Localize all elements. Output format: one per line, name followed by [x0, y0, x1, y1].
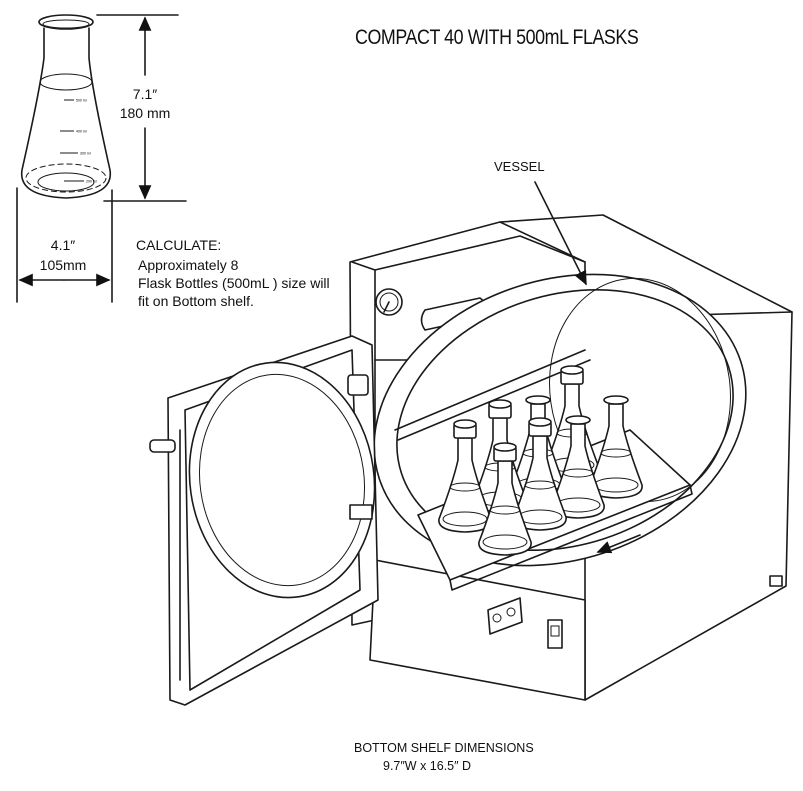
door-gasket [188, 361, 376, 599]
width-mm: 105mm [39, 257, 87, 273]
calculation-heading: CALCULATE: [136, 237, 222, 253]
outlet-port [487, 597, 523, 635]
calculation-line: fit on Bottom shelf. [138, 293, 254, 309]
reference-flask: 500 ml 400 ml 300 ml 200 ml [20, 14, 112, 199]
calculation-line: Flask Bottles (500mL ) size will [138, 275, 330, 291]
door-handle [149, 439, 176, 453]
height-mm: 180 mm [119, 105, 171, 121]
vessel-label: VESSEL [494, 159, 545, 174]
flask [589, 395, 643, 499]
flask [478, 442, 532, 556]
door [149, 335, 379, 706]
page-title: COMPACT 40 WITH 500mL FLASKS [355, 26, 639, 49]
graduation-200: 200 ml [86, 180, 97, 184]
graduation-300: 300 ml [80, 152, 91, 156]
flask [438, 419, 492, 533]
graduation-400: 400 ml [76, 130, 87, 134]
height-dimension [96, 14, 187, 202]
vessel-back [549, 277, 731, 503]
height-inches: 7.1″ [132, 86, 158, 102]
vessel-leader-arrow [534, 181, 587, 286]
width-inches: 4.1″ [50, 237, 76, 253]
shelf-heading: BOTTOM SHELF DIMENSIONS [354, 741, 534, 755]
width-dimension [16, 187, 113, 303]
graduation-500: 500 ml [76, 99, 87, 103]
shelf-size: 9.7″W x 16.5″ D [383, 759, 472, 773]
power-switch [547, 619, 563, 649]
calculation-line: Approximately 8 [138, 257, 239, 273]
flask [513, 417, 567, 531]
flask-group [438, 365, 643, 556]
